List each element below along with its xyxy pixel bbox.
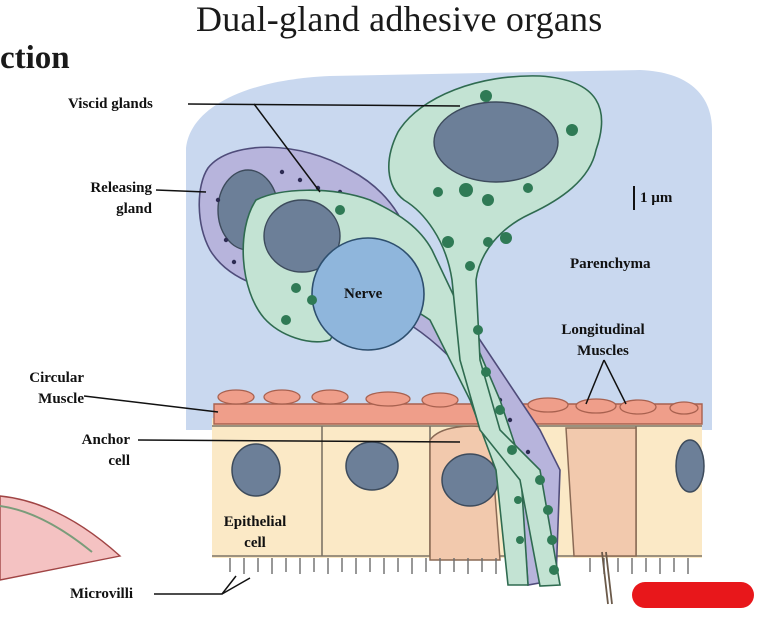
anchor-cell-right <box>565 427 637 557</box>
label-scale: 1 µm <box>640 190 673 206</box>
label-microvilli: Microvilli <box>70 586 134 602</box>
viscid-gland-granules <box>281 90 578 575</box>
nerve <box>311 237 425 351</box>
label-anchor-2: cell <box>108 453 130 469</box>
epithelial-nucleus <box>231 443 281 497</box>
viscid-gland-upper <box>388 75 603 587</box>
label-viscid-glands: Viscid glands <box>68 96 153 112</box>
label-epithelial-1: Epithelial <box>223 514 287 530</box>
label-nerve: Nerve <box>344 286 383 302</box>
body-outline-illustration <box>0 495 122 581</box>
label-circular-2: Muscle <box>38 391 84 407</box>
label-parenchyma: Parenchyma <box>570 256 651 272</box>
viscid-gland-nucleus <box>263 199 341 273</box>
viscid-gland-nucleus <box>433 101 559 183</box>
label-longitudinal-2: Muscles <box>577 343 629 359</box>
sensory-cilium <box>601 551 613 605</box>
label-releasing-gland-2: gland <box>116 201 152 217</box>
longitudinal-muscle-fibers <box>217 389 699 415</box>
redaction-mark <box>632 582 754 608</box>
partial-heading: ction <box>0 40 70 76</box>
epithelial-nucleus <box>675 439 705 493</box>
label-releasing-gland-1: Releasing <box>90 180 152 196</box>
figure-title: Dual-gland adhesive organs <box>196 0 603 39</box>
label-longitudinal-1: Longitudinal <box>561 322 645 338</box>
anchor-cell-nucleus <box>441 453 499 507</box>
label-epithelial-2: cell <box>244 535 266 551</box>
label-anchor-1: Anchor <box>81 432 130 448</box>
label-circular-1: Circular <box>29 370 84 386</box>
leader-lines <box>83 103 627 595</box>
epithelial-nucleus <box>345 441 399 491</box>
